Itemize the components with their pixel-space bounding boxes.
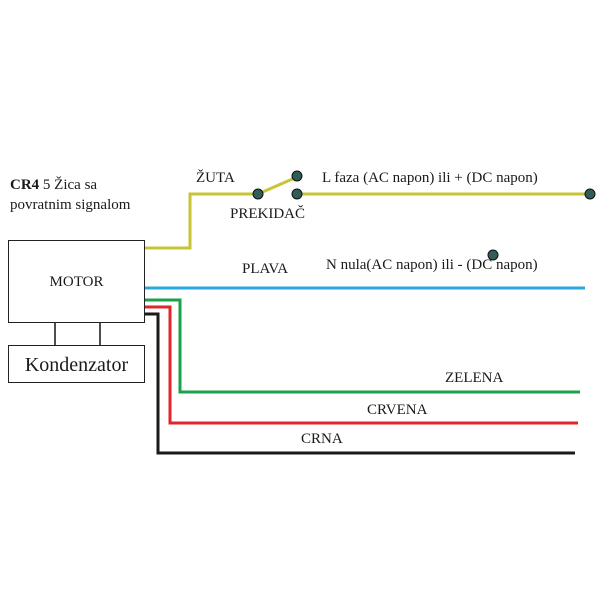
red-wire: [145, 305, 578, 425]
title-line-2: povratnim signalom: [10, 197, 131, 213]
green-wire: [145, 298, 580, 394]
capacitor-label: Kondenzator: [24, 354, 129, 376]
switch-contact-right: [291, 188, 303, 200]
yellow-wire-motor-to-switch: [145, 192, 258, 250]
capacitor-box: Kondenzator: [8, 345, 145, 383]
blue-wire-label: PLAVA: [242, 261, 289, 277]
black-wire: [145, 312, 575, 455]
black-wire-label: CRNA: [301, 431, 343, 447]
terminal-n: [487, 249, 499, 261]
model-label: CR4: [10, 177, 40, 193]
n-neutral-label: N nula(AC napon) ili - (DC napon): [326, 257, 538, 273]
switch-label: PREKIDAČ: [230, 206, 306, 222]
motor-box: MOTOR: [8, 240, 145, 323]
title-line-1: 5 Žica sa: [42, 177, 98, 193]
diagram-title: CR4 5 Žica sa povratnim signalom: [10, 175, 130, 215]
switch-contact-left: [252, 188, 264, 200]
red-wire-label: CRVENA: [367, 402, 428, 418]
l-phase-label: L faza (AC napon) ili + (DC napon): [322, 170, 538, 186]
switch-contact-top: [291, 170, 303, 182]
terminal-l: [584, 188, 596, 200]
yellow-wire-label: ŽUTA: [196, 170, 235, 186]
green-wire-label: ZELENA: [445, 370, 504, 386]
motor-label: MOTOR: [49, 274, 104, 290]
switch-lever: [257, 175, 298, 196]
